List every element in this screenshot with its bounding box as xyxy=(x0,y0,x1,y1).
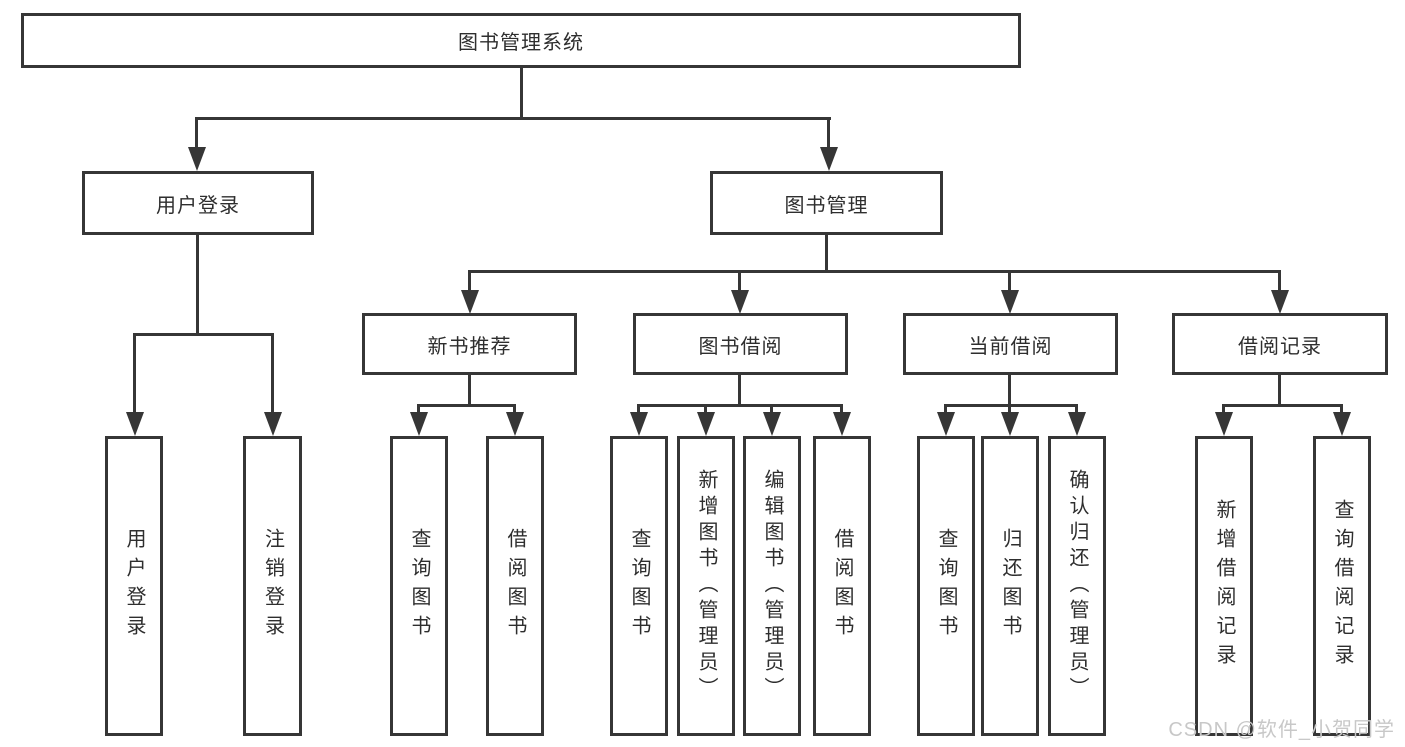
arrow-book-borrow xyxy=(731,290,749,314)
arrow-user-login xyxy=(188,147,206,171)
leaf-add-book-admin: 新增图书（管理员） xyxy=(677,436,735,736)
leaf-confirm-return-admin: 确认归还（管理员） xyxy=(1048,436,1106,736)
node-new-book-recommend-label: 新书推荐 xyxy=(427,335,512,358)
connector-book-borrow-stem xyxy=(738,375,741,406)
arrow-return-books xyxy=(1001,412,1019,436)
arrow-query-books-1 xyxy=(410,412,428,436)
connector-level2-rail xyxy=(195,117,831,120)
leaf-return-books: 归还图书 xyxy=(981,436,1039,736)
connector-user-login-stem xyxy=(196,235,199,335)
leaf-add-borrow-record-label: 新增借阅记录 xyxy=(1213,499,1235,673)
node-user-login-label: 用户登录 xyxy=(156,194,240,217)
connector-drop-query-books-3 xyxy=(944,407,947,413)
node-current-borrow: 当前借阅 xyxy=(903,313,1118,375)
leaf-user-login: 用户登录 xyxy=(105,436,163,736)
connector-borrow-records-rail xyxy=(1222,404,1343,407)
connector-drop-user-login xyxy=(195,120,198,148)
leaf-query-books-3: 查询图书 xyxy=(917,436,975,736)
leaf-query-books-3-label: 查询图书 xyxy=(935,528,957,644)
connector-new-book-recommend-rail xyxy=(417,404,516,407)
connector-drop-borrow-records xyxy=(1278,273,1281,290)
arrow-query-books-3 xyxy=(937,412,955,436)
watermark: CSDN @软件_小贺同学 xyxy=(1168,719,1395,741)
leaf-borrow-books-1: 借阅图书 xyxy=(486,436,544,736)
arrow-add-borrow-record xyxy=(1215,412,1233,436)
leaf-borrow-books-2: 借阅图书 xyxy=(813,436,871,736)
connector-drop-query-books-1 xyxy=(417,407,420,413)
node-book-management: 图书管理 xyxy=(710,171,943,235)
leaf-query-books-2: 查询图书 xyxy=(610,436,668,736)
connector-book-management-stem xyxy=(825,235,828,272)
connector-drop-new-book-recommend xyxy=(468,273,471,290)
connector-borrow-records-stem xyxy=(1278,375,1281,406)
arrow-query-books-2 xyxy=(630,412,648,436)
arrow-query-borrow-record xyxy=(1333,412,1351,436)
connector-drop-book-management xyxy=(827,120,830,148)
connector-drop-current-borrow xyxy=(1008,273,1011,290)
node-borrow-records: 借阅记录 xyxy=(1172,313,1388,375)
node-root: 图书管理系统 xyxy=(21,13,1021,68)
connector-drop-return-books xyxy=(1008,407,1011,413)
connector-drop-query-books-2 xyxy=(637,407,640,413)
arrow-edit-book xyxy=(763,412,781,436)
arrow-leaf-user-login xyxy=(126,412,144,436)
arrow-borrow-books-1 xyxy=(506,412,524,436)
leaf-confirm-return-admin-label: 确认归还（管理员） xyxy=(1066,469,1088,703)
connector-book-borrow-rail xyxy=(637,404,843,407)
arrow-current-borrow xyxy=(1001,290,1019,314)
connector-current-borrow-rail xyxy=(944,404,1078,407)
connector-drop-borrow-books-2 xyxy=(840,407,843,413)
leaf-return-books-label: 归还图书 xyxy=(999,528,1021,644)
arrow-add-book xyxy=(697,412,715,436)
leaf-query-books-2-label: 查询图书 xyxy=(628,528,650,644)
connector-drop-edit-book xyxy=(770,407,773,413)
connector-user-login-rail xyxy=(133,333,274,336)
leaf-query-books-1-label: 查询图书 xyxy=(408,528,430,644)
leaf-edit-book-admin: 编辑图书（管理员） xyxy=(743,436,801,736)
node-new-book-recommend: 新书推荐 xyxy=(362,313,577,375)
leaf-add-borrow-record: 新增借阅记录 xyxy=(1195,436,1253,736)
connector-root-stem xyxy=(520,68,523,117)
leaf-logout-label: 注销登录 xyxy=(261,528,284,644)
leaf-logout: 注销登录 xyxy=(243,436,302,736)
leaf-borrow-books-2-label: 借阅图书 xyxy=(831,528,853,644)
arrow-borrow-records xyxy=(1271,290,1289,314)
connector-drop-confirm-return xyxy=(1075,407,1078,413)
connector-drop-add-book xyxy=(704,407,707,413)
arrow-book-management xyxy=(820,147,838,171)
connector-current-borrow-stem xyxy=(1008,375,1011,406)
connector-new-book-recommend-stem xyxy=(468,375,471,406)
arrow-leaf-logout xyxy=(264,412,282,436)
connector-drop-query-borrow-record xyxy=(1340,407,1343,413)
connector-drop-book-borrow xyxy=(738,273,741,290)
node-borrow-records-label: 借阅记录 xyxy=(1238,335,1322,358)
arrow-new-book-recommend xyxy=(461,290,479,314)
leaf-query-borrow-record-label: 查询借阅记录 xyxy=(1331,499,1353,673)
node-book-borrow: 图书借阅 xyxy=(633,313,848,375)
connector-drop-borrow-books-1 xyxy=(513,407,516,413)
leaf-add-book-admin-label: 新增图书（管理员） xyxy=(695,469,717,703)
node-root-label: 图书管理系统 xyxy=(458,32,584,54)
connector-level3-rail xyxy=(468,270,1281,273)
connector-drop-add-borrow-record xyxy=(1222,407,1225,413)
node-book-borrow-label: 图书借阅 xyxy=(698,335,783,358)
leaf-query-borrow-record: 查询借阅记录 xyxy=(1313,436,1371,736)
node-book-management-label: 图书管理 xyxy=(784,194,869,217)
leaf-query-books-1: 查询图书 xyxy=(390,436,448,736)
leaf-edit-book-admin-label: 编辑图书（管理员） xyxy=(761,469,783,703)
connector-drop-leaf-user-login xyxy=(133,336,136,412)
leaf-user-login-label: 用户登录 xyxy=(123,528,145,644)
node-current-borrow-label: 当前借阅 xyxy=(968,335,1053,358)
arrow-confirm-return xyxy=(1068,412,1086,436)
connector-drop-leaf-logout xyxy=(271,336,274,412)
leaf-borrow-books-1-label: 借阅图书 xyxy=(504,528,526,644)
node-user-login: 用户登录 xyxy=(82,171,314,235)
arrow-borrow-books-2 xyxy=(833,412,851,436)
